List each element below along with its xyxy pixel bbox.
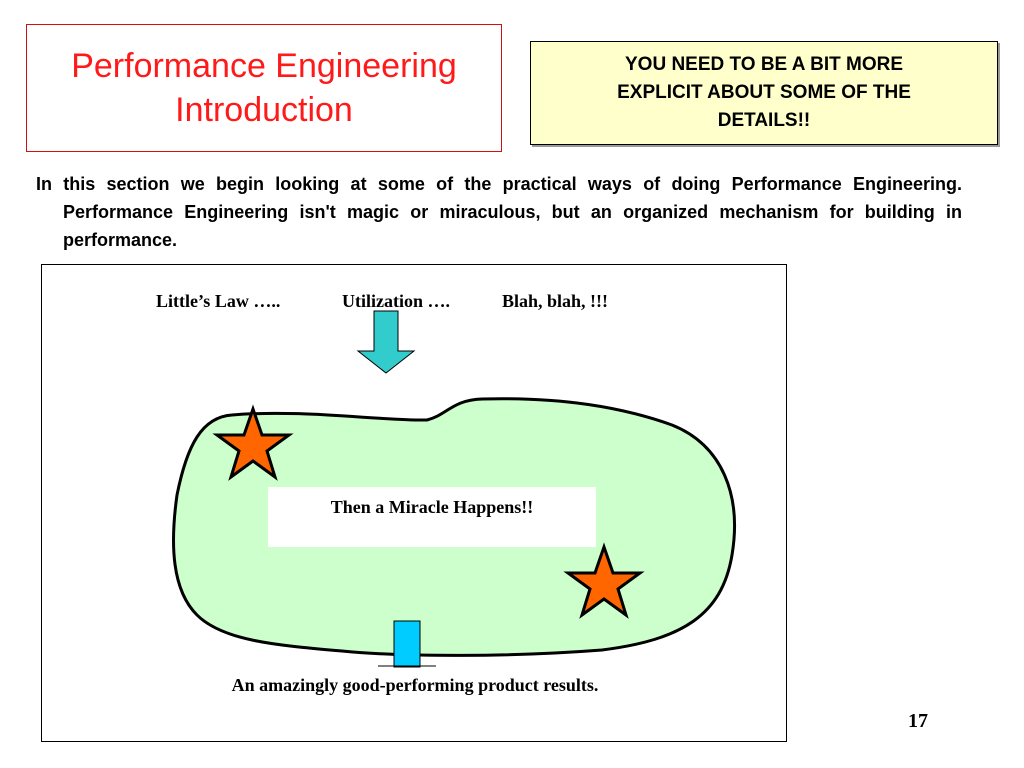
star-top-left xyxy=(212,404,294,481)
callout-note: YOU NEED TO BE A BIT MORE EXPLICIT ABOUT… xyxy=(530,41,998,145)
result-caption: An amazingly good-performing product res… xyxy=(231,675,599,695)
slide-title-line2: Introduction xyxy=(175,91,353,129)
note-line2: EXPLICIT ABOUT SOME OF THE xyxy=(617,82,911,103)
label-blah: Blah, blah, !!! xyxy=(502,291,609,311)
note-line1: YOU NEED TO BE A BIT MORE xyxy=(625,54,903,75)
input-arrow xyxy=(356,310,416,374)
label-utilization: Utilization …. xyxy=(342,291,450,311)
note-line3: DETAILS!! xyxy=(717,110,811,131)
label-littles-law: Little’s Law ….. xyxy=(156,291,281,311)
output-bar xyxy=(393,620,421,668)
slide-number: 17 xyxy=(908,710,928,732)
miracle-diagram: Little’s Law ….. Utilization …. Blah, bl… xyxy=(41,264,787,742)
miracle-label: Then a Miracle Happens!! xyxy=(330,497,534,517)
title-box: Performance Engineering Introduction xyxy=(26,24,502,152)
star-bottom-right xyxy=(563,542,645,619)
intro-paragraph: In this section we begin looking at some… xyxy=(36,174,962,250)
miracle-box: Then a Miracle Happens!! xyxy=(268,487,596,547)
slide-title-line1: Performance Engineering xyxy=(71,47,457,85)
